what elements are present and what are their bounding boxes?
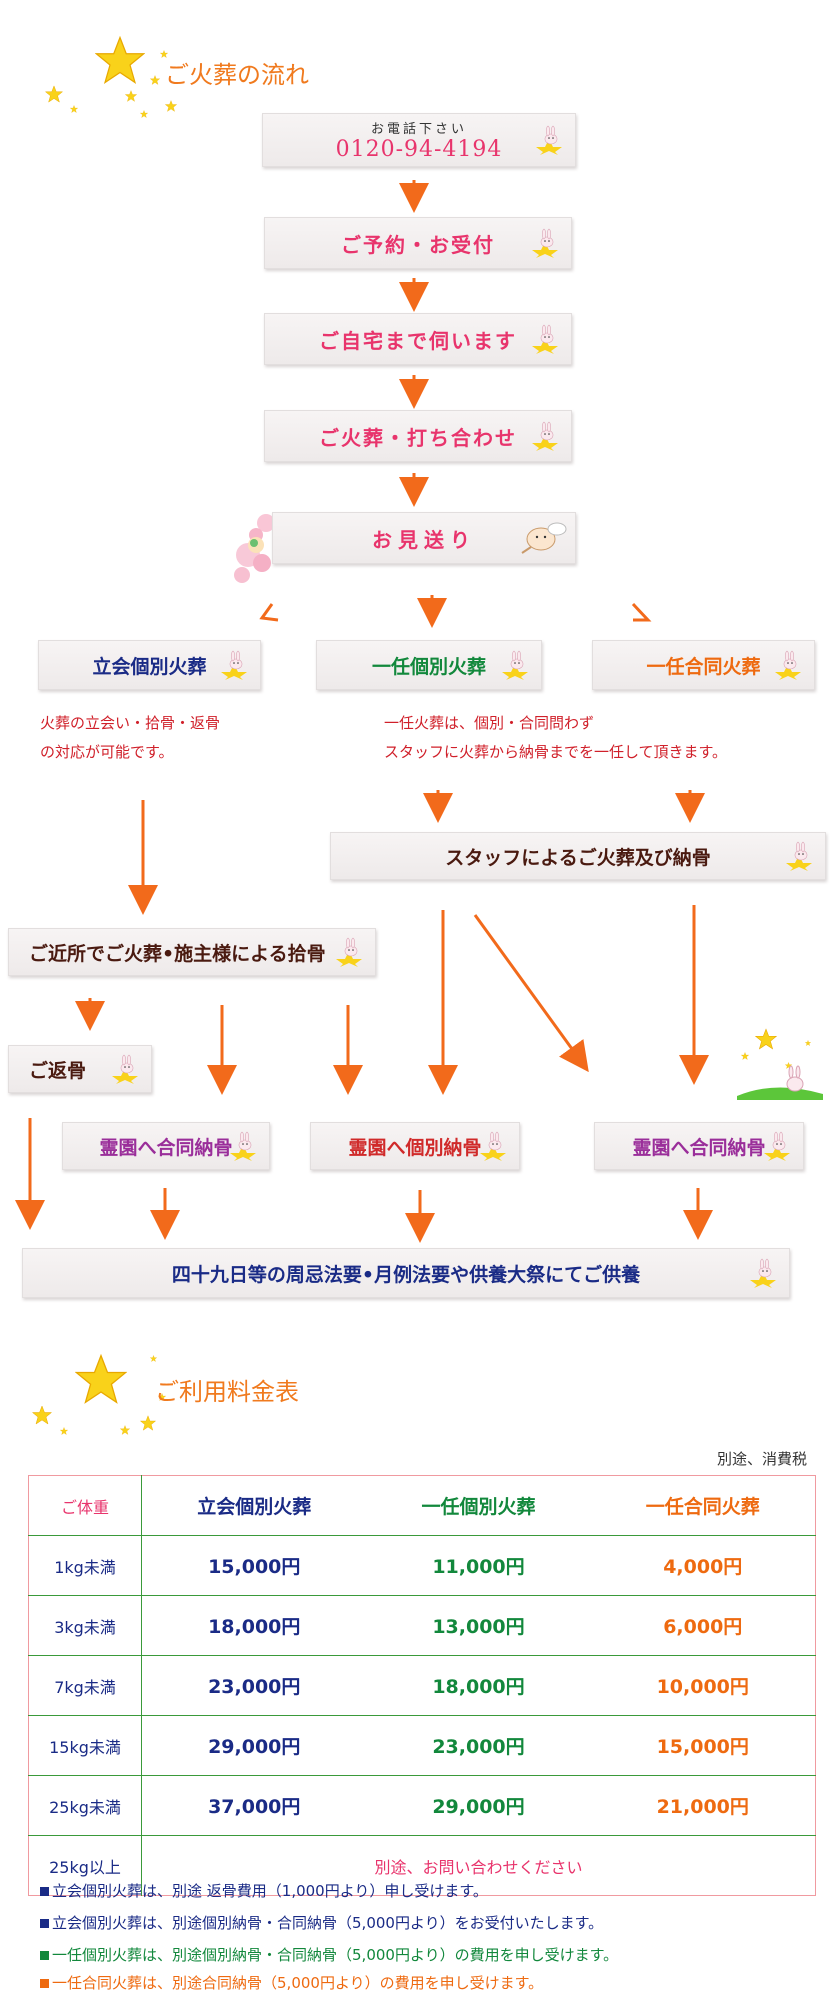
angel-icon [521,522,567,554]
price-individual: 23,000円 [366,1715,591,1776]
step-reserve: ご予約・お受付 [264,217,572,269]
type-joint: 一任合同火葬 [592,640,815,690]
bullet-icon [40,1919,49,1928]
bunny-star-icon [531,324,561,354]
price-joint: 6,000円 [590,1595,816,1656]
price-joint: 10,000円 [590,1655,816,1716]
bunny-star-icon [531,228,561,258]
tax-note: 別途、消費税 [716,1450,807,1468]
table-row: 15kg未満 29,000円 23,000円 15,000円 [28,1715,816,1776]
footnote-2-text: 立会個別火葬は、別途個別納骨・合同納骨（5,000円より）をお受付いたします。 [52,1914,604,1932]
flow-arrows [15,180,713,1243]
phone-box[interactable]: お電話下さい 0120-94-4194 [262,113,576,167]
step-visit: ご自宅まで伺います [264,313,572,365]
type-individual-label: 一任個別火葬 [371,655,486,678]
bullet-icon [40,1979,49,1988]
table-header-row: ご体重 立会個別火葬 一任個別火葬 一任合同火葬 [28,1475,816,1536]
price-joint: 4,000円 [590,1535,816,1596]
bunny-star-icon [335,937,365,967]
step-reserve-label: ご予約・お受付 [341,232,495,257]
over-weight-note: 別途、お問い合わせください [374,1857,583,1877]
memorial-service-label: 四十九日等の周忌法要•月例法要や供養大祭にてご供養 [171,1263,641,1286]
bunny-star-icon [749,1258,779,1288]
weight-cell: 3kg未満 [28,1595,142,1656]
price-individual: 11,000円 [366,1535,591,1596]
footnote-2: 立会個別火葬は、別途個別納骨・合同納骨（5,000円より）をお受付いたします。 [40,1912,603,1933]
table-row: 25kg以上 別途、お問い合わせください [28,1835,816,1896]
footnote-1-text: 立会個別火葬は、別途 返骨費用（1,000円より）申し受けます。 [52,1882,488,1900]
angel-flower-icon [234,514,275,583]
weight-cell: 25kg以上 [28,1835,142,1896]
fees-heading: ご利用料金表 [155,1378,299,1406]
table-row: 3kg未満 18,000円 13,000円 6,000円 [28,1595,816,1656]
nearby-cremation: ご近所でご火葬•施主様による拾骨 [8,928,376,976]
nearby-cremation-label: ご近所でご火葬•施主様による拾骨 [29,942,326,965]
bunny-star-icon [774,650,804,680]
bunny-star-icon [229,1131,259,1161]
phone-number[interactable]: 0120-94-4194 [335,137,503,162]
joint-grave-2-label: 霊園へ合同納骨 [632,1136,766,1159]
bunny-star-icon [763,1131,793,1161]
bullet-icon [40,1887,49,1896]
bunny-star-icon [785,841,815,871]
price-attended: 18,000円 [141,1595,367,1656]
table-row: 7kg未満 23,000円 18,000円 10,000円 [28,1655,816,1716]
individual-grave-label: 霊園へ個別納骨 [348,1136,482,1159]
note-attended: 火葬の立会い・拾骨・返骨 の対応が可能です。 [40,714,221,761]
price-joint: 15,000円 [590,1715,816,1776]
footnote-3: 一任個別火葬は、別途個別納骨・合同納骨（5,000円より）の費用を申し受けます。 [40,1944,618,1965]
joint-grave-2: 霊園へ合同納骨 [594,1122,804,1170]
price-individual: 29,000円 [366,1775,591,1836]
price-attended: 15,000円 [141,1535,367,1596]
step-meeting: ご火葬・打ち合わせ [264,410,572,462]
bunny-star-icon [531,421,561,451]
memorial-service: 四十九日等の周忌法要•月例法要や供養大祭にてご供養 [22,1248,790,1298]
note-entrust: 一任火葬は、個別・合同問わず スタッフに火葬から納骨までを一任して頂きます。 [384,714,728,761]
step-meeting-label: ご火葬・打ち合わせ [319,425,517,450]
footnote-4-text: 一任合同火葬は、別途合同納骨（5,000円より）の費用を申し受けます。 [52,1974,544,1992]
type-attended: 立会個別火葬 [38,640,261,690]
weight-cell: 1kg未満 [28,1535,142,1596]
table-row: 1kg未満 15,000円 11,000円 4,000円 [28,1535,816,1596]
price-attended: 37,000円 [141,1775,367,1836]
weight-cell: 7kg未満 [28,1655,142,1716]
bunny-star-icon [501,650,531,680]
bunny-star-icon [220,650,250,680]
staff-cremation: スタッフによるご火葬及び納骨 [330,832,826,880]
joint-grave-1: 霊園へ合同納骨 [62,1122,270,1170]
star-bunny-grass-icon [737,1028,823,1100]
header-individual: 一任個別火葬 [366,1475,591,1536]
weight-cell: 15kg未満 [28,1715,142,1776]
return-ashes-label: ご返骨 [29,1059,87,1082]
fee-table: ご体重 立会個別火葬 一任個別火葬 一任合同火葬 1kg未満 15,000円 1… [28,1475,816,1896]
footnote-4: 一任合同火葬は、別途合同納骨（5,000円より）の費用を申し受けます。 [40,1972,543,1993]
header-weight: ご体重 [28,1475,142,1536]
price-attended: 29,000円 [141,1715,367,1776]
price-attended: 23,000円 [141,1655,367,1716]
phone-caption: お電話下さい [370,122,467,137]
table-row: 25kg未満 37,000円 29,000円 21,000円 [28,1775,816,1836]
footnote-1: 立会個別火葬は、別途 返骨費用（1,000円より）申し受けます。 [40,1880,488,1901]
return-ashes: ご返骨 [8,1045,152,1093]
step-visit-label: ご自宅まで伺います [319,328,517,353]
header-attended: 立会個別火葬 [141,1475,367,1536]
price-individual: 13,000円 [366,1595,591,1656]
joint-grave-1-label: 霊園へ合同納骨 [99,1136,233,1159]
type-individual: 一任個別火葬 [316,640,542,690]
bunny-star-icon [479,1131,509,1161]
price-joint: 21,000円 [590,1775,816,1836]
price-individual: 18,000円 [366,1655,591,1716]
flow-heading: ご火葬の流れ [165,61,309,89]
bullet-icon [40,1951,49,1960]
bunny-star-icon [111,1054,141,1084]
type-attended-label: 立会個別火葬 [92,655,207,678]
footnote-3-text: 一任個別火葬は、別途個別納骨・合同納骨（5,000円より）の費用を申し受けます。 [52,1946,619,1964]
individual-grave: 霊園へ個別納骨 [310,1122,520,1170]
header-joint: 一任合同火葬 [590,1475,816,1536]
staff-cremation-label: スタッフによるご火葬及び納骨 [445,846,711,869]
weight-cell: 25kg未満 [28,1775,142,1836]
step-sendoff: お見送り [272,512,576,564]
step-sendoff-label: お見送り [372,527,476,552]
type-joint-label: 一任合同火葬 [646,655,761,678]
